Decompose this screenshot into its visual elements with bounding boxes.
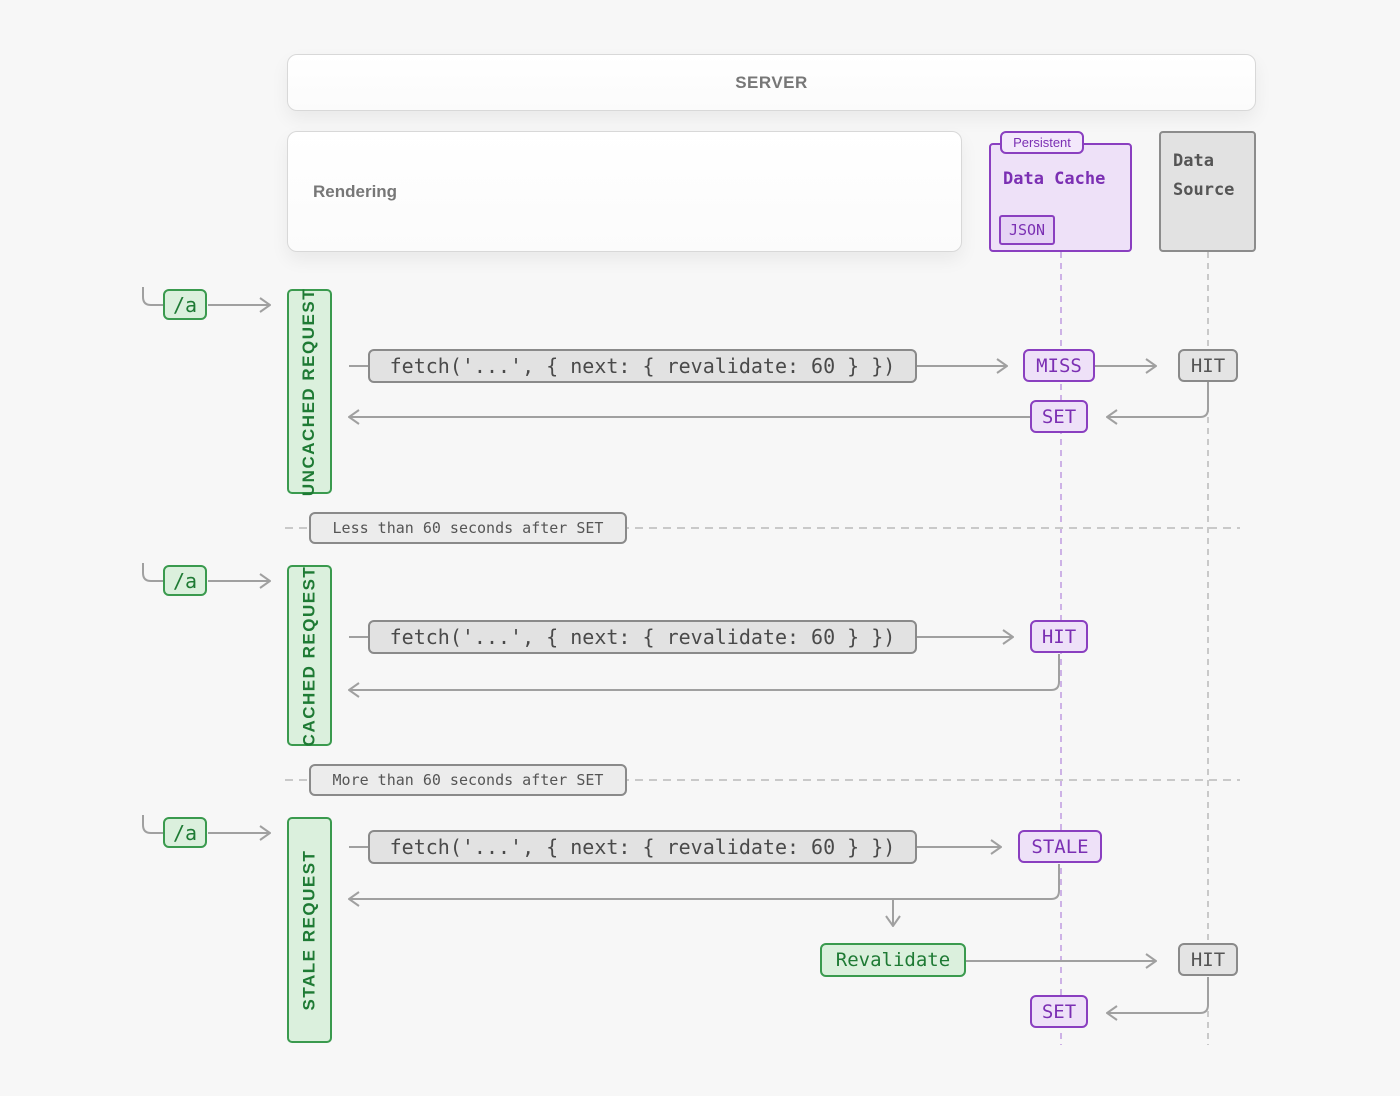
rendering-panel: Rendering bbox=[287, 131, 962, 252]
set-badge: SET bbox=[1030, 995, 1088, 1028]
miss-badge: MISS bbox=[1023, 349, 1095, 382]
rendering-label: Rendering bbox=[313, 181, 398, 201]
route-connector bbox=[142, 563, 163, 582]
route-connector bbox=[142, 815, 163, 834]
source-to-set-arrow-2 bbox=[1107, 977, 1209, 1013]
data-cache-panel: Data Cache JSON bbox=[989, 143, 1132, 252]
cache-hit-badge: HIT bbox=[1030, 620, 1088, 653]
route-badge: /a bbox=[163, 289, 207, 320]
set-badge: SET bbox=[1030, 400, 1088, 433]
phase-text: STALE REQUEST bbox=[299, 849, 319, 1011]
phase-label-stale: STALE REQUEST bbox=[287, 817, 332, 1043]
data-source-title: Data Source bbox=[1173, 151, 1235, 200]
source-hit-badge: HIT bbox=[1178, 943, 1238, 976]
route-connector bbox=[142, 287, 163, 306]
server-panel: SERVER bbox=[287, 54, 1256, 111]
stale-badge: STALE bbox=[1018, 830, 1102, 863]
divider-label-less: Less than 60 seconds after SET bbox=[309, 512, 627, 544]
phase-label-uncached: UNCACHED REQUEST bbox=[287, 287, 332, 496]
stale-return-arrow bbox=[349, 864, 1060, 899]
route-badge: /a bbox=[163, 817, 207, 848]
data-cache-title: Data Cache bbox=[1003, 169, 1106, 189]
phase-text: UNCACHED REQUEST bbox=[299, 287, 319, 496]
revalidate-badge: Revalidate bbox=[820, 943, 966, 977]
json-badge: JSON bbox=[999, 215, 1055, 245]
persistent-tag: Persistent bbox=[1000, 131, 1084, 154]
divider-label-more: More than 60 seconds after SET bbox=[309, 764, 627, 796]
source-to-set-arrow bbox=[1107, 382, 1209, 417]
phase-label-cached: CACHED REQUEST bbox=[287, 565, 332, 746]
data-source-panel: Data Source bbox=[1159, 131, 1256, 252]
phase-text: CACHED REQUEST bbox=[299, 565, 319, 746]
fetch-call: fetch('...', { next: { revalidate: 60 } … bbox=[368, 830, 917, 864]
source-hit-badge: HIT bbox=[1178, 349, 1238, 382]
fetch-call: fetch('...', { next: { revalidate: 60 } … bbox=[368, 620, 917, 654]
route-badge: /a bbox=[163, 565, 207, 596]
server-label: SERVER bbox=[735, 72, 808, 92]
cached-return-arrow bbox=[349, 654, 1060, 690]
fetch-call: fetch('...', { next: { revalidate: 60 } … bbox=[368, 349, 917, 383]
